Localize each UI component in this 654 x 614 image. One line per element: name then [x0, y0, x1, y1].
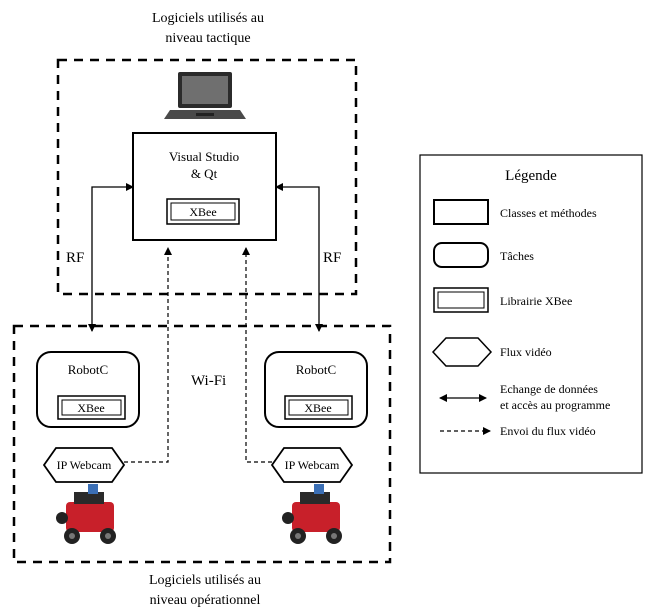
legend-tasks-label: Tâches [500, 249, 534, 263]
legend-video-swatch [431, 337, 493, 367]
qt-label: & Qt [191, 166, 218, 181]
video-stream-left-arrow [124, 247, 172, 463]
rf-left-arrow [88, 183, 134, 332]
legend-xbee-swatch-inner [437, 291, 485, 309]
ip-webcam-right-hexagon [270, 447, 354, 483]
video-stream-right-arrow [242, 247, 272, 463]
center-xbee-label: XBee [189, 205, 216, 219]
robot-left-image [56, 484, 116, 544]
robotc-right-label: RobotC [296, 362, 336, 377]
visual-studio-label: Visual Studio [169, 149, 239, 164]
operational-label-line1: Logiciels utilisés au [149, 573, 261, 588]
rf-left-label: RF [66, 250, 84, 266]
laptop-icon [164, 72, 246, 119]
legend-classes-swatch [433, 199, 489, 225]
legend-exchange-label-line2: et accès au programme [500, 398, 610, 412]
left-xbee-outer [57, 395, 126, 420]
tactical-label-line2: niveau tactique [165, 31, 250, 46]
legend-title: Légende [505, 168, 557, 184]
legend-video-label: Flux vidéo [500, 345, 552, 359]
legend-xbee-label: Librairie XBee [500, 294, 572, 308]
legend-send-label: Envoi du flux vidéo [500, 424, 596, 438]
ip-webcam-left-hexagon [42, 447, 126, 483]
operational-region [12, 324, 392, 564]
left-xbee-label: XBee [77, 401, 104, 415]
wifi-label: Wi-Fi [191, 373, 226, 389]
legend: Légende Classes et méthodes Tâches Libra… [419, 154, 643, 474]
legend-classes-label: Classes et méthodes [500, 206, 597, 220]
right-xbee-outer [284, 395, 353, 420]
tactical-region [56, 58, 358, 296]
right-xbee-inner [288, 399, 349, 416]
ip-webcam-left-label: IP Webcam [57, 458, 112, 472]
rf-right-label: RF [323, 250, 341, 266]
robot-right-image [282, 484, 342, 544]
legend-tasks-swatch [433, 242, 489, 268]
left-xbee-inner [61, 399, 122, 416]
center-xbee-inner [170, 202, 236, 221]
robotc-left-label: RobotC [68, 362, 108, 377]
right-xbee-label: XBee [304, 401, 331, 415]
ip-webcam-right-label: IP Webcam [285, 458, 340, 472]
operational-label-line2: niveau opérationnel [150, 593, 261, 608]
legend-exchange-label-line1: Echange de données [500, 382, 598, 396]
rf-right-arrow [275, 183, 323, 332]
tactical-label-line1: Logiciels utilisés au [152, 11, 264, 26]
